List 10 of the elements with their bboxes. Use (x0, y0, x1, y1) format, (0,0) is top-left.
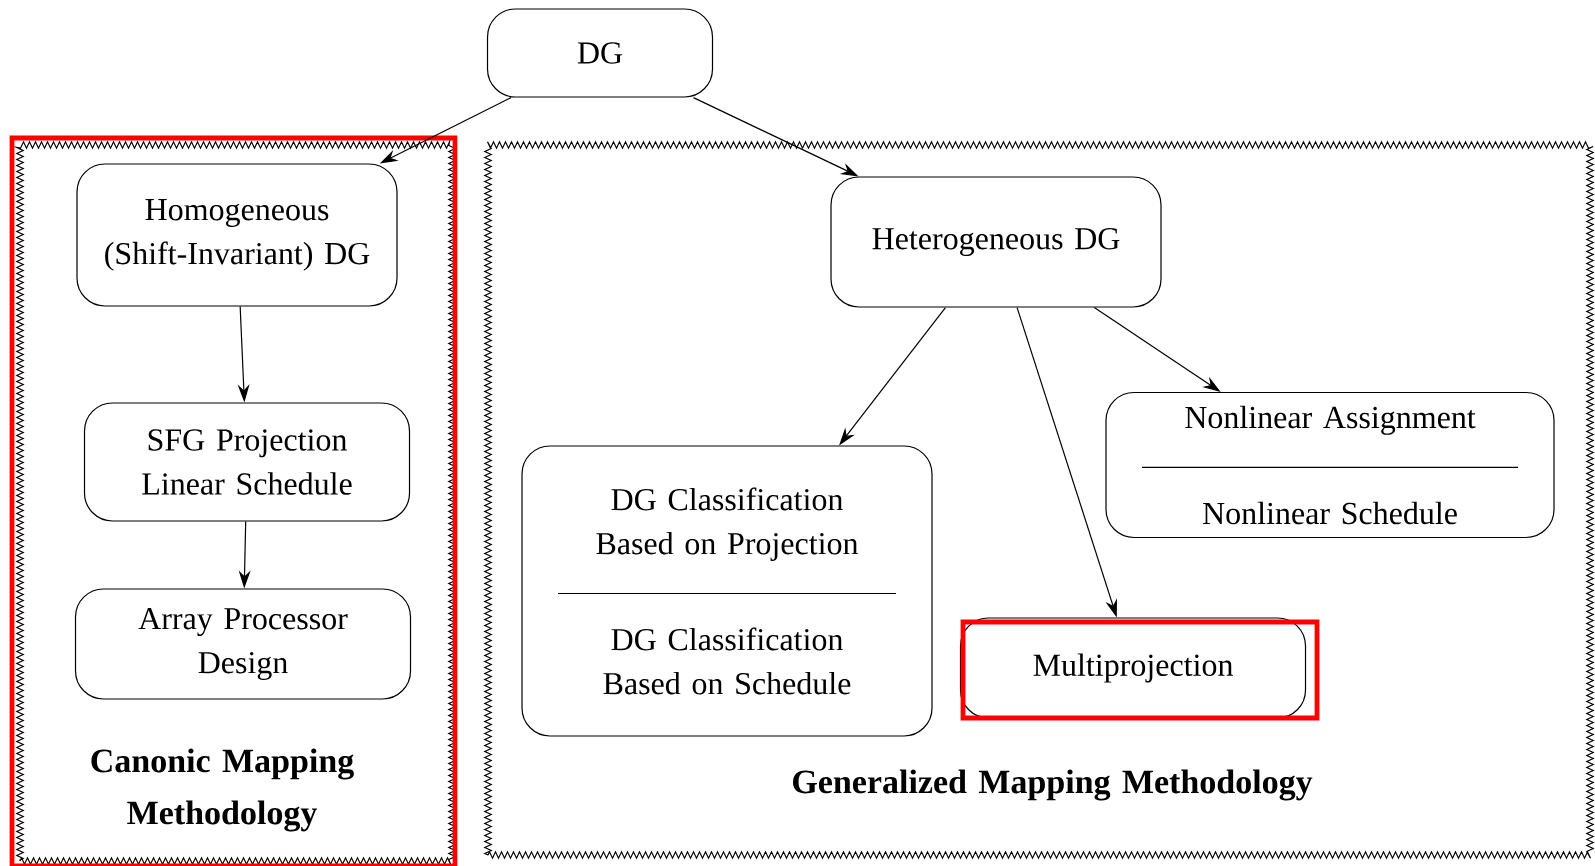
process-box: DG (486, 8, 714, 98)
process-box: Heterogeneous DG (830, 176, 1162, 308)
process-box: SFG Projection Linear Schedule (83, 402, 411, 522)
process-box: DG Classification Based on Projection DG Classification Based on Schedule (521, 445, 933, 737)
group-title: Canonic Mapping Methodology (91, 748, 354, 832)
group-title: Generalized Mapping Methodology (793, 769, 1313, 801)
process-box: Homogeneous (Shift-Invariant) DG (76, 163, 398, 307)
process-box: Nonlinear Assignment Nonlinear Schedule (1105, 391, 1555, 539)
process-box: Array Processor Design (74, 588, 412, 700)
process-box: Multiprojection (959, 617, 1307, 719)
